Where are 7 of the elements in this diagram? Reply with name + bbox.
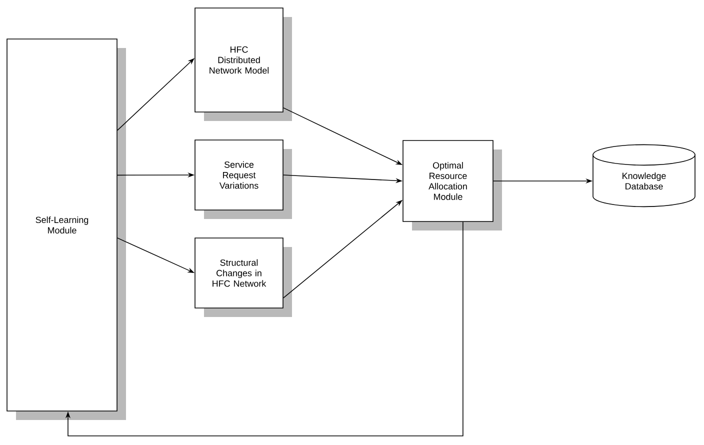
database-cylinder: Knowledge Database: [592, 144, 696, 208]
process-box: Self-Learning Module: [6, 38, 126, 420]
process-box: Structural Changes in HFC Network: [194, 238, 292, 317]
arrow: [65, 222, 464, 436]
process-box: Service Request Variations: [194, 140, 292, 219]
process-box: HFC Distributed Network Model: [194, 8, 292, 121]
process-box: Optimal Resource Allocation Module: [402, 140, 502, 230]
